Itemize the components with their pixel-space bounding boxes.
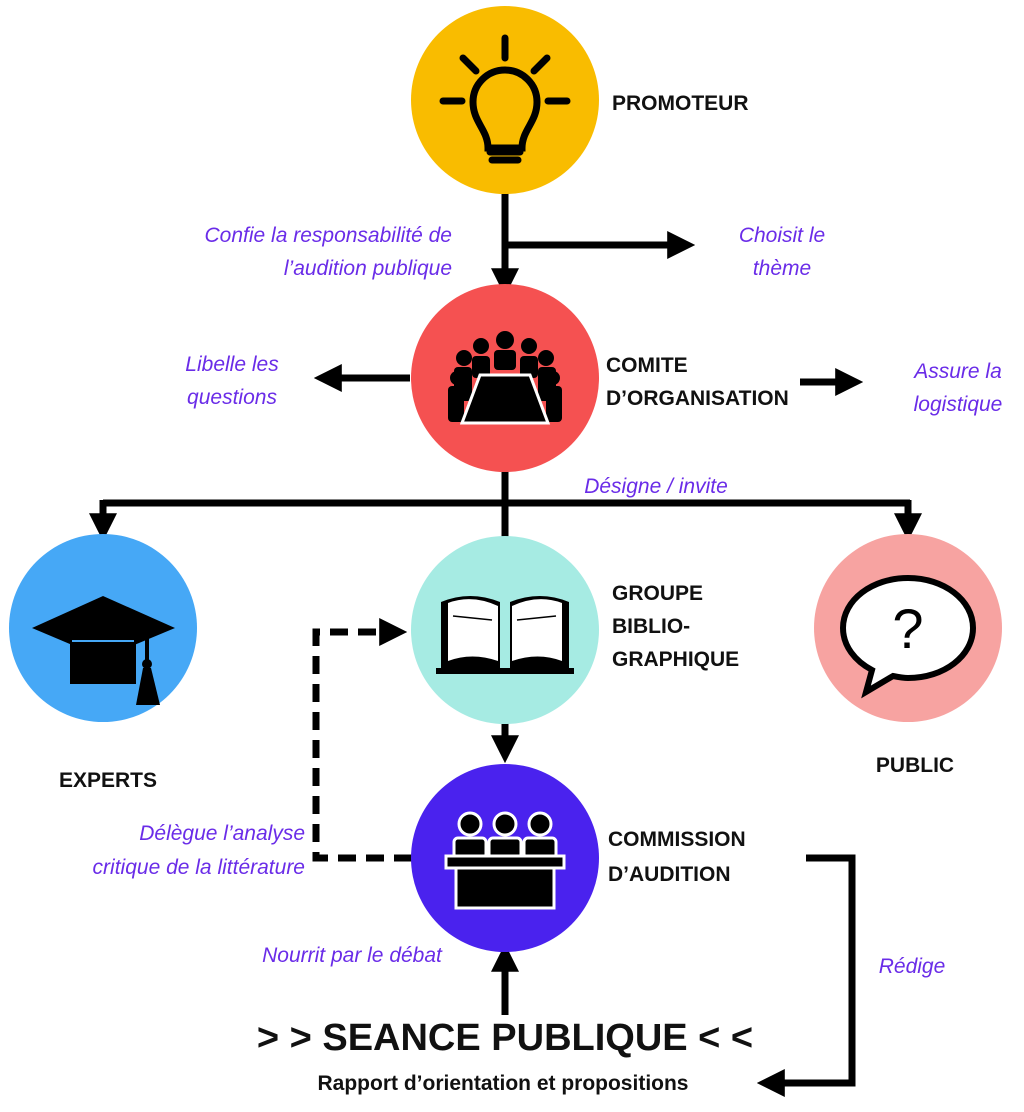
open-book-icon xyxy=(436,596,574,674)
groupe-circle xyxy=(411,536,599,724)
svg-text:?: ? xyxy=(892,597,923,660)
node-commission: COMMISSION D’AUDITION xyxy=(411,764,746,952)
public-label: PUBLIC xyxy=(876,754,954,777)
edge-redige xyxy=(756,854,856,1097)
comite-label-2: D’ORGANISATION xyxy=(606,387,789,410)
edge-label-confie-1: Confie la responsabilité de xyxy=(205,224,453,247)
node-groupe: GROUPE BIBLIO- GRAPHIQUE xyxy=(411,536,739,724)
seance-title: > > SEANCE PUBLIQUE < < xyxy=(257,1017,753,1059)
edge-label-libelle-1: Libelle les xyxy=(185,353,279,376)
edge-label-assure-1: Assure la xyxy=(912,360,1002,383)
edge-label-confie-2: l’audition publique xyxy=(284,257,452,280)
groupe-label-2: BIBLIO- xyxy=(612,615,690,638)
graduation-cap-icon xyxy=(32,596,175,705)
promoteur-label: PROMOTEUR xyxy=(612,92,749,115)
node-promoteur: PROMOTEUR xyxy=(411,6,749,194)
meeting-table-icon xyxy=(448,331,562,425)
connectors xyxy=(89,190,922,1097)
speech-bubble-question-icon: ? xyxy=(839,574,977,699)
panel-jury-icon xyxy=(444,811,566,910)
edge-label-delegue-2: critique de la littérature xyxy=(93,856,305,879)
node-experts: EXPERTS xyxy=(9,534,197,792)
seance-subtitle: Rapport d’orientation et propositions xyxy=(318,1072,689,1095)
promoteur-circle xyxy=(411,6,599,194)
edge-label-choisit-2: thème xyxy=(753,257,811,280)
edge-label-delegue-1: Délègue l’analyse xyxy=(139,822,305,845)
comite-label-1: COMITE xyxy=(606,354,688,377)
lightbulb-icon xyxy=(439,34,571,164)
groupe-label-3: GRAPHIQUE xyxy=(612,648,739,671)
experts-label: EXPERTS xyxy=(59,769,157,792)
edge-label-nourrit: Nourrit par le débat xyxy=(262,944,443,967)
edge-label-assure-2: logistique xyxy=(914,393,1003,416)
node-public: ? PUBLIC xyxy=(814,534,1002,777)
edge-delegue-dashed xyxy=(312,618,412,862)
node-comite: COMITE D’ORGANISATION xyxy=(411,284,789,472)
groupe-label-1: GROUPE xyxy=(612,582,703,605)
commission-label-1: COMMISSION xyxy=(608,828,746,851)
edge-label-choisit-1: Choisit le xyxy=(739,224,825,247)
commission-label-2: D’AUDITION xyxy=(608,863,731,886)
edge-label-libelle-2: questions xyxy=(187,386,277,409)
edge-label-designe: Désigne / invite xyxy=(584,475,728,498)
edge-label-redige: Rédige xyxy=(879,955,946,978)
